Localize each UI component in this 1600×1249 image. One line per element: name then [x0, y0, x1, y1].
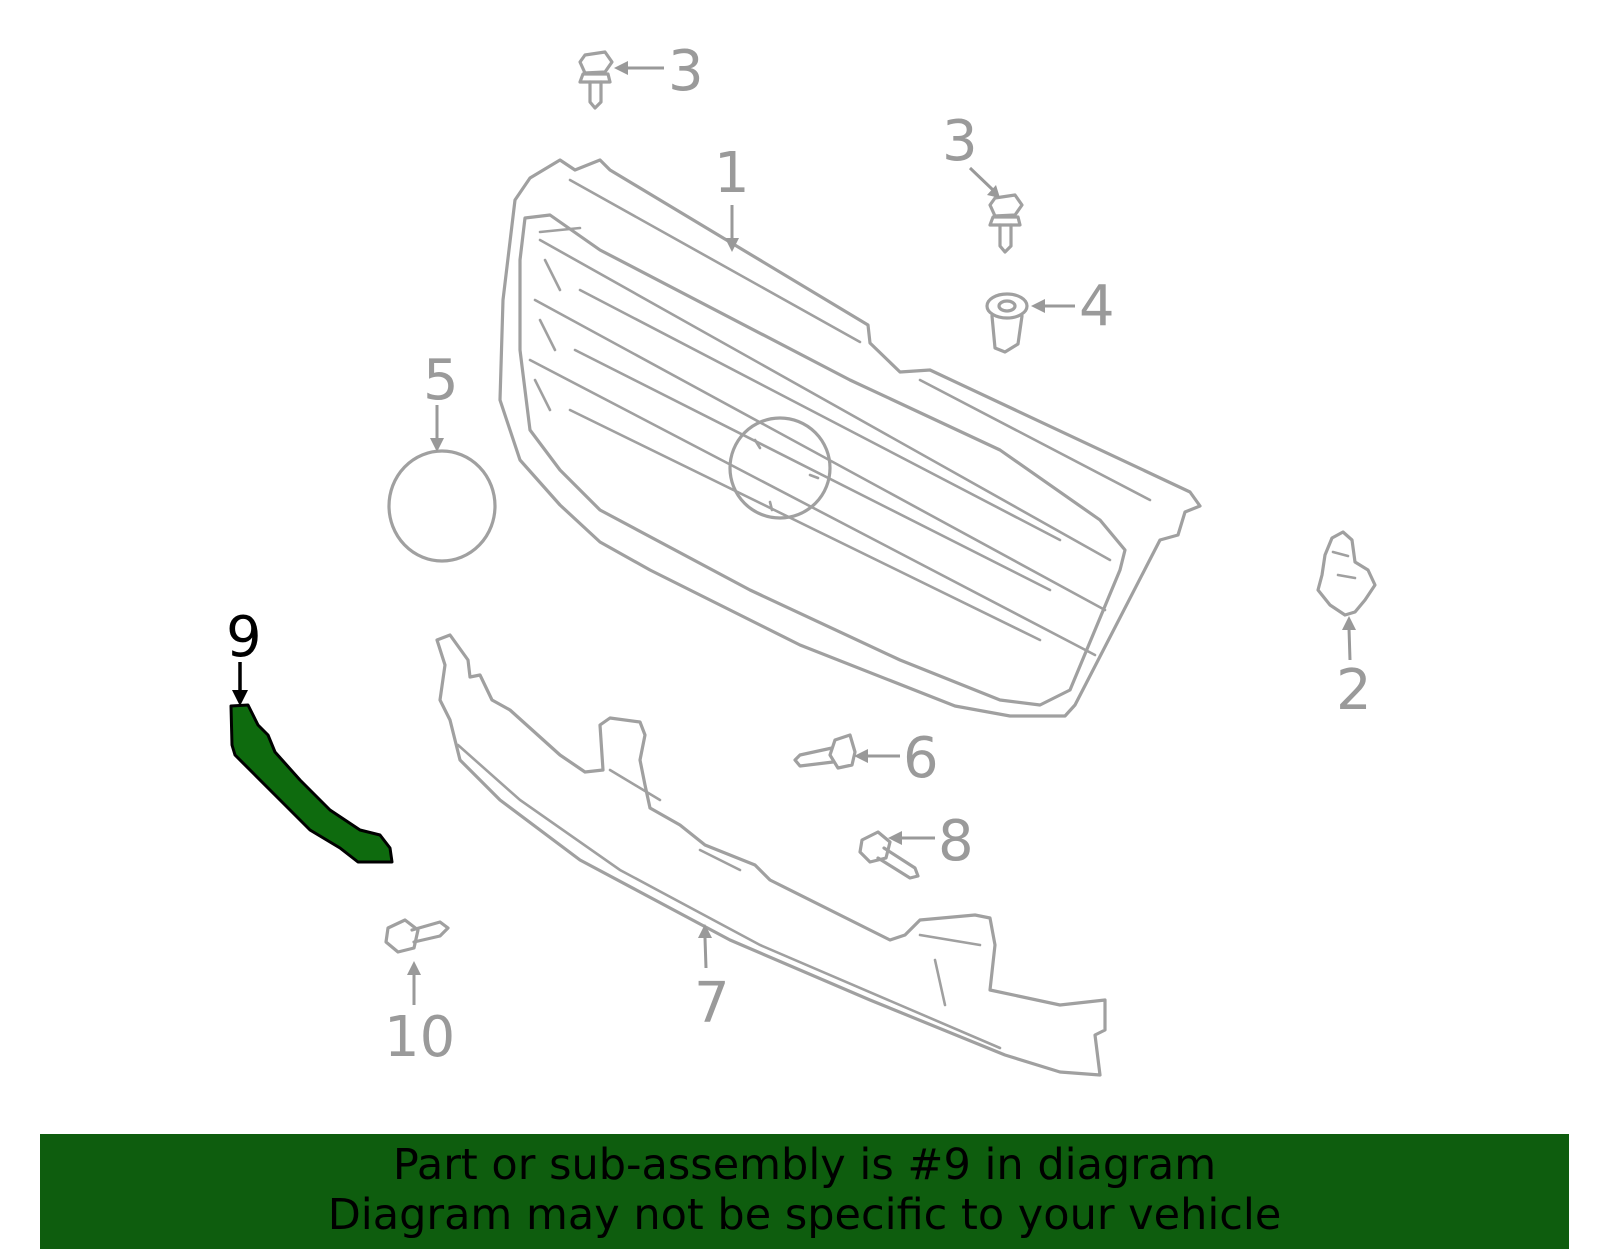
callout-arrows — [232, 61, 1356, 1005]
bolt-part-8[interactable] — [858, 830, 920, 880]
bolt-part-3b[interactable] — [988, 193, 1024, 254]
label-2: 2 — [1336, 658, 1372, 723]
label-3b: 3 — [942, 109, 978, 174]
callout-labels: 3 3 1 4 5 2 6 8 9 7 10 — [226, 39, 1372, 1070]
banner-line-1: Part or sub-assembly is #9 in diagram — [392, 1140, 1217, 1190]
label-10: 10 — [384, 1005, 455, 1070]
label-8: 8 — [938, 809, 974, 874]
screw-part-6[interactable] — [793, 733, 857, 770]
arrow-2 — [1347, 627, 1352, 661]
info-banner: Part or sub-assembly is #9 in diagram Di… — [40, 1134, 1569, 1249]
bolt-part-3a[interactable] — [578, 50, 614, 110]
bolt-part-10[interactable] — [384, 918, 450, 954]
label-1: 1 — [714, 141, 750, 206]
arrow-7 — [703, 937, 708, 969]
lower-grille-part-7[interactable] — [435, 633, 1107, 1077]
nut-part-4[interactable] — [985, 292, 1029, 354]
clip-part-2[interactable] — [1316, 530, 1377, 617]
emblem-part-5[interactable] — [387, 449, 497, 563]
label-5: 5 — [423, 348, 459, 413]
label-3a: 3 — [668, 39, 704, 104]
bracket-part-9[interactable] — [229, 703, 394, 864]
grille-part[interactable] — [498, 158, 1202, 718]
label-9: 9 — [226, 605, 262, 670]
label-7: 7 — [694, 971, 730, 1036]
label-6: 6 — [903, 726, 939, 791]
banner-line-2: Diagram may not be specific to your vehi… — [327, 1190, 1282, 1240]
label-4: 4 — [1079, 274, 1115, 339]
arrow-3b — [968, 166, 995, 192]
